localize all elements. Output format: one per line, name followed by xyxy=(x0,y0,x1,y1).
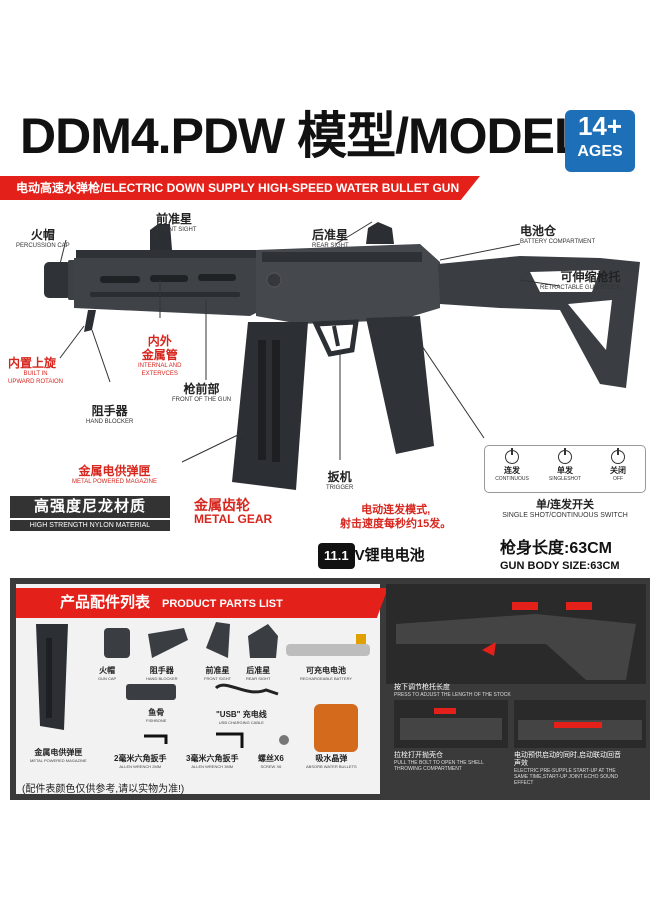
label-rear-sight: 后准星 REAR SIGHT xyxy=(312,228,349,249)
label-retractable-stock: 可伸缩枪托 RETRACTABLE GUN STOCK xyxy=(540,270,621,291)
label-percussion-cap: 火帽 PERCUSSION CAP xyxy=(16,228,70,249)
switch-dial-icon xyxy=(505,448,519,464)
label-inner-outer-tube: 内外 金属管 INTERNAL AND EXTERVCES xyxy=(138,334,182,377)
arrow-bolt-icon xyxy=(434,708,456,714)
arrow-right-icon xyxy=(566,602,592,610)
bolt-photo-art xyxy=(394,700,508,748)
body-length-spec: 枪身长度:63CM GUN BODY SIZE:63CM xyxy=(500,540,620,572)
echo-caption: 电动预供启动的同时,启动联动回音 声效 ELECTRIC PRE-SUPPLE … xyxy=(514,752,621,786)
part-battery: 可充电电池 RECHARGEABLE BATTERY xyxy=(300,666,353,681)
handguard xyxy=(74,250,258,316)
part-water-bullets: 吸水晶弹 ABSORB WATER BULLETS xyxy=(306,754,357,769)
trigger-guard xyxy=(312,319,359,357)
hand-blocker-icon xyxy=(84,310,96,332)
label-hand-blocker: 阻手器 HAND BLOCKER xyxy=(86,404,134,425)
label-upward-rotation: 内置上旋 BUILT IN UPWARD ROTAION xyxy=(8,356,63,385)
nylon-material-badge: 高强度尼龙材质 HIGH STRENGTH NYLON MATERIAL xyxy=(10,496,170,534)
arrow-left-icon xyxy=(512,602,538,610)
metal-gear-label: 金属齿轮 METAL GEAR xyxy=(194,497,273,526)
grip-icon xyxy=(366,316,434,454)
age-number: 14+ xyxy=(577,111,623,141)
fire-switch-diagram: 连发 CONTINUOUS 单发 SINGLESHOT 关闭 OFF xyxy=(484,445,646,493)
stock-photo-art xyxy=(386,584,646,684)
part-screws: 螺丝X6 SCREW X6 xyxy=(258,754,284,769)
muzzle-icon xyxy=(44,260,76,300)
echo-photo-art xyxy=(514,700,646,748)
battery-voltage: 11.1 xyxy=(318,543,355,569)
gun-cap-icon xyxy=(104,628,130,658)
hand-blocker-part-icon xyxy=(148,628,188,658)
label-battery-compartment: 电池仓 BATTERY COMPARTMENT xyxy=(520,224,596,245)
rear-sight-icon xyxy=(366,222,394,244)
label-metal-magazine: 金属电供弹匣 METAL POWERED MAGAZINE xyxy=(72,464,158,485)
rear-sight-part-icon xyxy=(248,624,278,658)
bolt-photo xyxy=(394,700,508,748)
switch-mode-single: 单发 SINGLESHOT xyxy=(540,446,590,483)
arrow-double-icon xyxy=(554,722,602,728)
part-fishbone: 鱼骨 FISHBONE xyxy=(146,708,167,723)
allen-3mm-icon xyxy=(216,732,244,748)
battery-part-icon xyxy=(286,644,370,656)
front-sight-icon xyxy=(150,224,172,250)
part-front-sight: 前准星 FRONT SIGHT xyxy=(204,666,232,681)
parts-list-box xyxy=(16,584,380,794)
part-usb-cable: "USB" 充电线 USB CHARGING CABLE xyxy=(216,710,267,725)
front-sight-part-icon xyxy=(206,622,230,658)
label-front-of-gun: 枪前部 FRONT OF THE GUN xyxy=(172,382,232,403)
fire-mode-note: 电动连发模式, 射击速度每秒约15发。 xyxy=(340,504,452,530)
switch-mode-off: 关闭 OFF xyxy=(593,446,643,483)
allen-2mm-icon xyxy=(144,734,168,744)
subtitle-banner: 电动高速水弹枪/ELECTRIC DOWN SUPPLY HIGH-SPEED … xyxy=(0,176,480,200)
part-gun-cap: 火帽 GUN CAP xyxy=(98,666,117,681)
parts-disclaimer: (配件表颜色仅供参考,请以实物为准!) xyxy=(22,784,185,795)
usb-cable-icon xyxy=(214,683,279,696)
part-hand-blocker: 阻手器 HAND BLOCKER xyxy=(146,666,178,681)
gun-illustration xyxy=(44,221,640,490)
part-allen-2mm: 2毫米六角扳手 ALLEN WRENCH 2MM xyxy=(114,754,167,769)
water-bullets-icon xyxy=(314,704,358,752)
part-allen-3mm: 3毫米六角扳手 ALLEN WRENCH 3MM xyxy=(186,754,239,769)
echo-photo xyxy=(514,700,646,748)
bolt-caption: 拉栓打开抛壳仓 PULL THE BOLT TO OPEN THE SHELL … xyxy=(394,752,484,772)
age-badge: 14+ AGES xyxy=(565,110,635,172)
page-title: DDM4.PDW 模型/MODEL xyxy=(20,108,585,164)
magazine-icon xyxy=(232,322,308,490)
trigger-icon xyxy=(332,325,340,347)
callout-lines xyxy=(59,221,561,463)
part-rear-sight: 后准星 REAR SIGHT xyxy=(246,666,271,681)
screw-icon xyxy=(279,735,289,745)
switch-mode-continuous: 连发 CONTINUOUS xyxy=(487,446,537,483)
arrow-press-icon xyxy=(482,642,496,656)
switch-dial-icon xyxy=(611,448,625,464)
stock-caption: 按下调节枪托长度 PRESS TO ADJUST THE LENGTH OF T… xyxy=(394,684,511,698)
switch-dial-icon xyxy=(558,448,572,464)
switch-label: 单/连发开关 SINGLE SHOT/CONTINUOUS SWITCH xyxy=(502,499,628,519)
stock-photo xyxy=(386,584,646,684)
part-magazine: 金属电供弹匣 METAL POWERED MAGAZINE xyxy=(30,748,87,763)
label-trigger: 扳机 TRIGGER xyxy=(326,470,354,491)
parts-illustrations xyxy=(36,622,370,752)
stock-icon xyxy=(438,256,640,388)
fishbone-icon xyxy=(126,684,176,700)
receiver xyxy=(256,244,440,324)
label-front-sight: 前准星 FRONT SIGHT xyxy=(156,212,197,233)
age-label: AGES xyxy=(577,143,623,160)
